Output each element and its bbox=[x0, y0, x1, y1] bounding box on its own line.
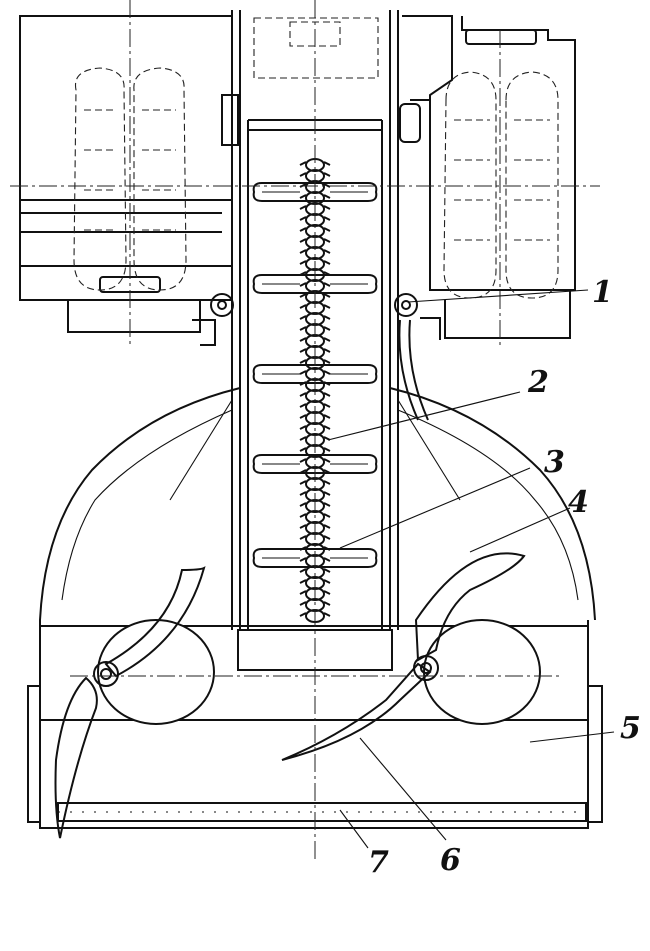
chain-tooth bbox=[299, 315, 331, 320]
chain-tooth bbox=[299, 194, 331, 199]
chain-tooth bbox=[299, 216, 331, 221]
chain-tooth bbox=[299, 392, 331, 397]
central-frame bbox=[221, 10, 421, 630]
left-housing bbox=[19, 15, 233, 333]
chain-tooth bbox=[299, 238, 331, 243]
right-arm bbox=[281, 552, 526, 761]
left-drum bbox=[97, 619, 215, 725]
chain-tooth bbox=[299, 172, 331, 177]
chain-tooth bbox=[299, 326, 331, 331]
chain-tooth bbox=[299, 425, 331, 430]
callout-labels: 1 2 3 4 5 6 7 bbox=[368, 275, 641, 880]
callout-5: 5 bbox=[620, 711, 641, 746]
chain-tooth bbox=[299, 502, 331, 507]
chain-tooth bbox=[299, 348, 331, 353]
callout-2: 2 bbox=[527, 365, 549, 400]
chain-tooth bbox=[299, 568, 331, 573]
chain-tooth bbox=[299, 480, 331, 485]
callout-6: 6 bbox=[440, 843, 461, 878]
chain-tooth bbox=[299, 513, 331, 518]
chain-tooth bbox=[299, 535, 331, 540]
chain-tooth bbox=[299, 590, 331, 595]
chain-tooth bbox=[299, 601, 331, 606]
chain-tooth bbox=[299, 260, 331, 265]
chain-tooth bbox=[299, 227, 331, 232]
chain-tooth bbox=[299, 458, 331, 463]
chain-tooth bbox=[299, 414, 331, 419]
scraper-paddle bbox=[252, 364, 378, 384]
chain-tooth bbox=[299, 491, 331, 496]
callout-4: 4 bbox=[568, 485, 589, 520]
scraper-paddle bbox=[252, 274, 378, 294]
scraper-paddle bbox=[252, 454, 378, 474]
chain-tooth bbox=[299, 359, 331, 364]
chain-tooth bbox=[299, 161, 331, 166]
chain-tooth bbox=[299, 579, 331, 584]
chain-tooth bbox=[299, 403, 331, 408]
chain-tooth bbox=[299, 370, 331, 375]
left-arm bbox=[54, 566, 206, 839]
chain-tooth bbox=[299, 337, 331, 342]
right-drum bbox=[423, 619, 541, 725]
leader-lines bbox=[327, 289, 615, 849]
chain-tooth bbox=[299, 282, 331, 287]
scraper-paddles bbox=[252, 182, 378, 568]
chain-tooth bbox=[299, 524, 331, 529]
callout-7: 7 bbox=[368, 845, 389, 880]
chain-tooth bbox=[299, 304, 331, 309]
chain-tooth bbox=[299, 293, 331, 298]
hood bbox=[39, 387, 596, 621]
callout-1: 1 bbox=[592, 275, 613, 310]
chain-tooth bbox=[299, 447, 331, 452]
right-housing bbox=[402, 15, 576, 339]
pivot-joints bbox=[192, 293, 441, 421]
cutting-bar bbox=[57, 802, 587, 822]
centre-lines bbox=[10, 0, 600, 860]
callout-3: 3 bbox=[544, 445, 565, 480]
scraper-paddle bbox=[252, 548, 378, 568]
chain-tooth bbox=[299, 205, 331, 210]
chain-tooth bbox=[299, 612, 331, 617]
scraper-paddle bbox=[252, 182, 378, 202]
chain-tooth bbox=[299, 557, 331, 562]
chain-tooth bbox=[299, 249, 331, 254]
